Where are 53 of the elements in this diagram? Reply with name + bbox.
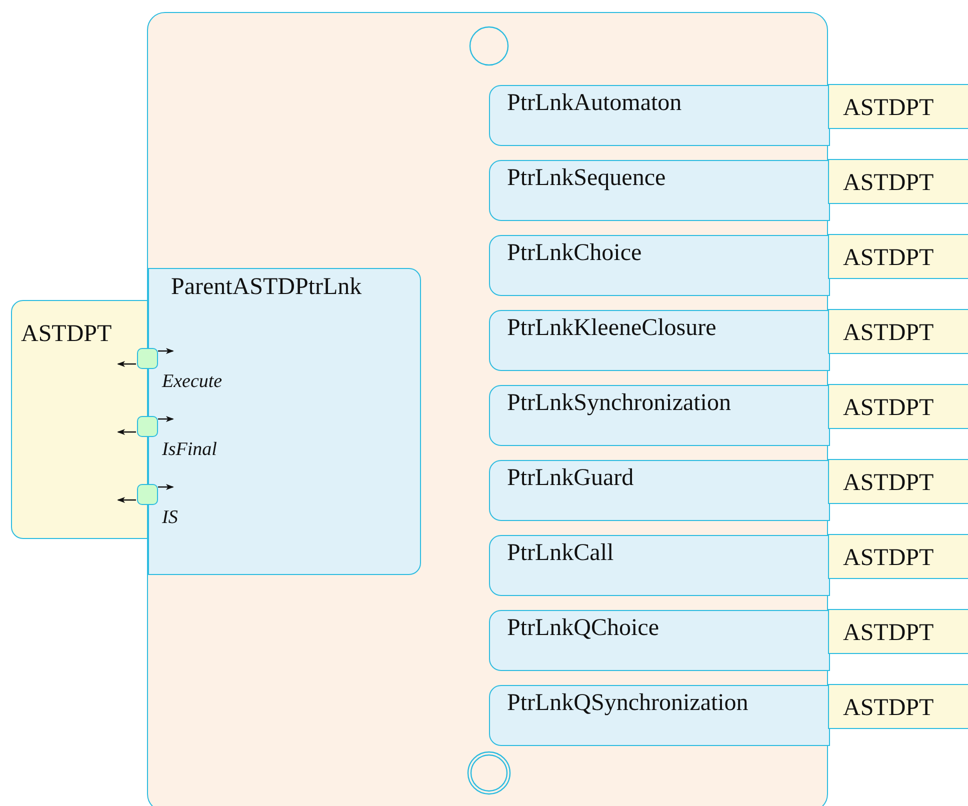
state-name: ASTDPT [843,170,934,196]
port-square [137,416,158,437]
interface-box [828,234,968,279]
interface-box [828,684,968,729]
interface-box [828,609,968,654]
component-box [489,310,830,371]
interface-box [828,159,968,204]
port-label: IsFinal [162,439,217,461]
port-label: IS [162,507,178,529]
state-name: ASTDPT [843,695,934,722]
component-box [489,235,830,296]
state-name: ASTDPT [843,620,934,646]
component-box [489,610,830,671]
arrow [158,484,174,490]
port-square [137,484,158,505]
state-name: ParentASTDPtrLnk [171,274,362,300]
state-name: PtrLnkChoice [507,240,642,266]
state-name: ASTDPT [843,245,934,272]
component-box [489,535,830,596]
interface-box [828,534,968,579]
state-name: PtrLnkSynchronization [507,390,731,416]
interface-box [828,84,968,129]
interface-box [828,309,968,354]
state-name: ASTDPT [843,395,934,422]
component-box [489,460,830,521]
state-name: PtrLnkKleeneClosure [507,315,716,342]
component-box [489,160,830,221]
arrow [117,361,136,367]
interface-box [828,384,968,429]
component-box [489,85,830,146]
arrow [117,497,136,503]
state-name: PtrLnkQChoice [507,615,659,642]
container-box [147,12,828,806]
state-name: PtrLnkSequence [507,165,666,192]
interface-box [828,459,968,504]
arrow [158,416,174,422]
state-name: ASTDPT [843,320,934,346]
arrow [158,348,174,354]
port-square [137,348,158,369]
state-name: ASTDPT [843,95,934,122]
state-name: PtrLnkCall [507,540,614,566]
state-name: ASTDPT [843,545,934,572]
state-name: PtrLnkQSynchronization [507,690,748,716]
state-name: ASTDPT [843,470,934,496]
state-name: ASTDPT [21,321,112,348]
component-box [489,385,830,446]
arrow [117,429,136,435]
state-name: PtrLnkGuard [507,465,634,492]
parent-box [148,268,421,575]
state-name: PtrLnkAutomaton [507,90,682,116]
port-label: Execute [162,371,222,393]
interface-box [11,300,148,539]
component-box [489,685,830,746]
